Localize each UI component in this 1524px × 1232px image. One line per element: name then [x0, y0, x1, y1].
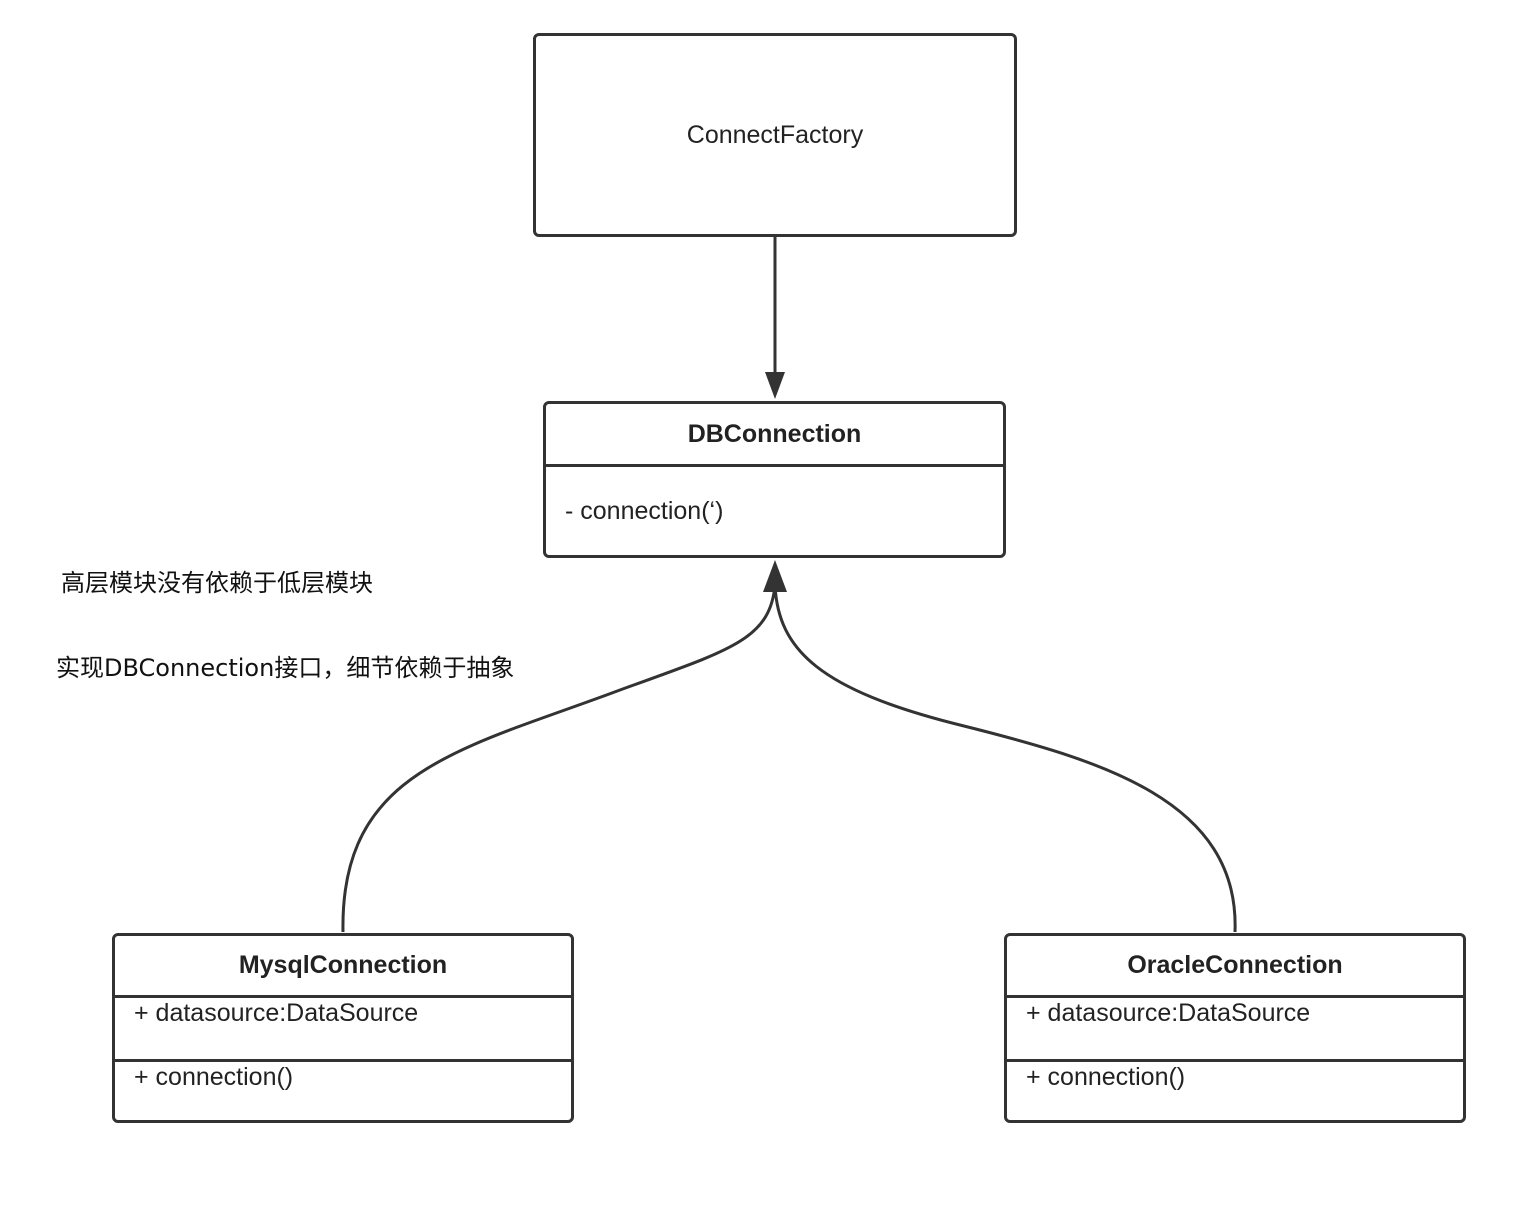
db-connection-operation: - connection(‘) [546, 464, 1003, 555]
mysql-connection-operation: + connection() [115, 1059, 571, 1120]
oracle-connection-box[interactable]: OracleConnection + datasource:DataSource… [1004, 933, 1466, 1123]
mysql-connection-attribute: + datasource:DataSource [115, 995, 571, 1059]
note-high-level: 高层模块没有依赖于低层模块 [61, 569, 373, 597]
db-connection-name: DBConnection [687, 420, 862, 448]
dependency-arrow-head [765, 372, 785, 399]
mysql-realization-curve [341, 584, 777, 933]
mysql-connection-box[interactable]: MysqlConnection + datasource:DataSource … [112, 933, 574, 1123]
oracle-connection-attribute: + datasource:DataSource [1007, 995, 1463, 1059]
oracle-connection-name: OracleConnection [1127, 951, 1343, 979]
realization-arrow-head [763, 560, 787, 592]
db-connection-box[interactable]: DBConnection - connection(‘) [543, 401, 1006, 558]
connect-factory-name: ConnectFactory [686, 120, 864, 149]
note-implementation: 实现DBConnection接口，细节依赖于抽象 [56, 654, 515, 682]
mysql-connection-name: MysqlConnection [238, 951, 448, 979]
connect-factory-box[interactable]: ConnectFactory [533, 33, 1017, 237]
oracle-realization-curve [773, 584, 1237, 933]
oracle-connection-operation: + connection() [1007, 1059, 1463, 1120]
